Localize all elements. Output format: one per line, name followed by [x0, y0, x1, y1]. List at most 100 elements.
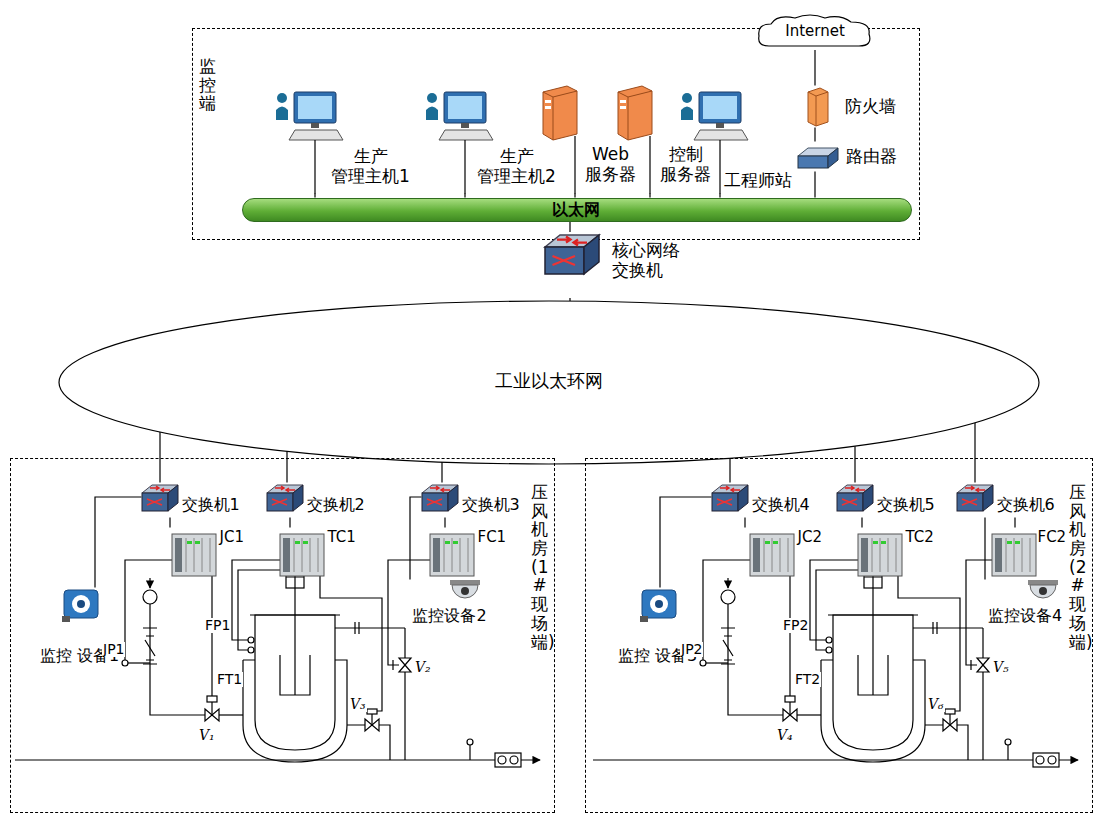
region-title: 监控端: [199, 57, 216, 113]
pipe-line: [399, 658, 411, 672]
network-link: [649, 194, 650, 198]
pipe-line: [1007, 745, 1008, 760]
equipment-part: [1033, 753, 1059, 767]
pipe-line: [143, 628, 157, 664]
instrument-point: [826, 637, 832, 643]
equipment-part: [945, 709, 955, 714]
pipe-line: [797, 714, 821, 715]
icon-shape: [445, 541, 450, 544]
icon-shape: [618, 91, 652, 140]
node-label: 交换机6: [997, 495, 1067, 514]
pipe-line: [898, 575, 960, 711]
icon-shape: [765, 541, 770, 544]
icon-shape: [62, 590, 98, 622]
instrument-tag: JP2: [680, 642, 703, 657]
icon-shape: [311, 123, 319, 128]
icon-shape: [557, 237, 587, 246]
rtr-node: 路由器: [796, 142, 919, 172]
icon-shape: [574, 136, 575, 194]
sw-node: 交换机6: [957, 483, 1069, 518]
icon-shape: [1007, 541, 1012, 544]
icon-shape: [461, 587, 469, 595]
instrument-point: [721, 590, 735, 604]
icon-shape: [699, 92, 741, 123]
icon-shape: [72, 595, 90, 613]
icon-shape: [642, 590, 676, 618]
icon-shape: [1015, 541, 1020, 544]
network-link: [814, 50, 815, 86]
icon-shape: [703, 96, 737, 119]
icon-shape: [168, 485, 178, 511]
node-label: 工程师站: [724, 170, 794, 190]
icon-shape: [992, 534, 1036, 576]
network-link: [444, 518, 445, 528]
icon-shape: [640, 590, 676, 622]
pipe-line: [320, 575, 382, 711]
node-label: 路由器: [846, 146, 916, 166]
pipe-line: [219, 714, 243, 715]
icon-shape: [828, 148, 838, 168]
icon-shape: [837, 493, 863, 511]
icon-shape: [64, 590, 98, 618]
plc-node: JC2: [738, 528, 848, 578]
pipe-line: [149, 578, 150, 588]
icon-shape: [881, 541, 886, 544]
pipe-line: [977, 658, 989, 672]
icon-shape: [187, 541, 192, 544]
icon-shape: [280, 534, 324, 576]
icon-shape: [172, 534, 216, 576]
network-link: [974, 423, 975, 483]
instrument-point: [248, 647, 254, 653]
icon-shape: [461, 123, 469, 128]
icon-shape: [620, 100, 626, 103]
instrument-tag: FP1: [204, 618, 231, 633]
instrument-point: [122, 660, 128, 666]
pipe-line: [789, 576, 790, 696]
node-label: JC2: [798, 528, 838, 546]
equipment-part: [785, 696, 795, 702]
icon-shape: [294, 538, 318, 572]
instrument-point: [510, 756, 518, 764]
instrument-point: [498, 756, 506, 764]
icon-shape: [720, 486, 740, 492]
icon-shape: [448, 96, 482, 119]
icon-shape: [620, 106, 626, 109]
pipe-line: [858, 588, 888, 695]
sw-node: 交换机4: [712, 483, 834, 518]
icon-shape: [640, 616, 648, 622]
icon-shape: [427, 93, 437, 103]
network-link: [861, 518, 862, 528]
instrument-point: [1036, 756, 1044, 764]
icon-shape: [426, 92, 493, 140]
icon-shape: [545, 106, 551, 109]
icon-shape: [267, 485, 303, 511]
icon-shape: [433, 538, 440, 572]
icon-shape: [858, 534, 902, 576]
icon-shape: [655, 600, 663, 608]
instrument-point: [826, 647, 832, 653]
plc-icon: [738, 528, 848, 578]
sw-node: 交换机1: [142, 483, 264, 518]
equipment-part: [207, 696, 217, 702]
node-label: Internet: [755, 22, 875, 40]
node-label: 交换机5: [877, 495, 957, 514]
icon-shape: [682, 93, 692, 103]
icon-shape: [195, 541, 200, 544]
icon-shape: [277, 93, 287, 103]
network-link: [1014, 518, 1015, 528]
icon-shape: [314, 140, 315, 194]
network-link: [854, 446, 855, 482]
node-label: JC1: [220, 528, 260, 546]
instrument-tag: FT1: [216, 672, 243, 687]
node-label: 生产 管理主机2: [471, 146, 563, 187]
pipe-line: [789, 702, 790, 715]
icon-shape: [553, 256, 576, 265]
pipe-line: [721, 628, 735, 664]
pipe-line: [150, 604, 205, 715]
network-link: [984, 518, 985, 580]
icon-shape: [267, 493, 293, 511]
node-label: 交换机3: [462, 495, 538, 514]
network-link: [744, 518, 745, 528]
pipe-line: [469, 745, 470, 760]
